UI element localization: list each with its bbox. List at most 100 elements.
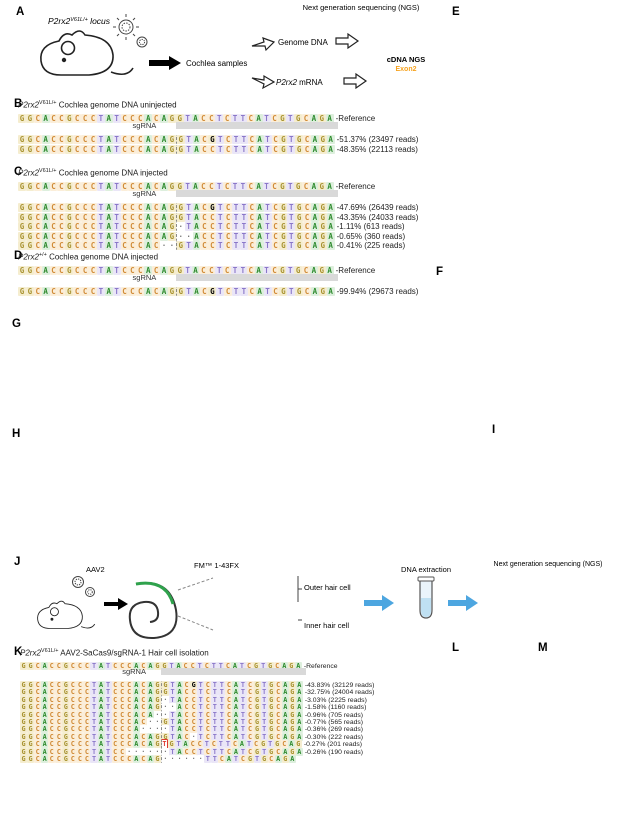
- nt-G: G: [167, 212, 176, 222]
- nt-C: C: [73, 265, 82, 275]
- nt-C: C: [200, 241, 209, 251]
- nt-A: A: [97, 688, 105, 697]
- nt-A: A: [144, 265, 153, 275]
- nt-T: T: [239, 135, 248, 145]
- nt-C: C: [73, 287, 82, 297]
- nt-A: A: [160, 144, 168, 154]
- nt-C: C: [49, 265, 58, 275]
- nt-C: C: [303, 222, 311, 232]
- nt-C: C: [83, 740, 91, 749]
- nt-T: T: [204, 754, 212, 763]
- nt-C: C: [120, 231, 129, 241]
- nt-del: ·: [153, 725, 161, 734]
- nt-T: T: [168, 725, 177, 734]
- nt-G: G: [294, 265, 303, 275]
- nt-A: A: [176, 688, 184, 697]
- cdna-ngs-title: cDNA NGS: [387, 55, 425, 64]
- nt-C: C: [73, 241, 82, 251]
- nt-T: T: [216, 287, 225, 297]
- nt-C: C: [139, 681, 147, 690]
- nt-C: C: [271, 135, 280, 145]
- nt-C: C: [239, 754, 247, 763]
- nt-C: C: [34, 725, 42, 734]
- nt-T: T: [168, 747, 177, 756]
- nt-T: T: [231, 181, 239, 191]
- nt-C: C: [89, 222, 97, 232]
- nt-G: G: [153, 688, 161, 697]
- nt-T: T: [286, 181, 295, 191]
- nt-A: A: [41, 181, 50, 191]
- nt-C: C: [34, 688, 42, 697]
- nt-G: G: [65, 181, 74, 191]
- nt-C: C: [69, 718, 77, 726]
- nt-T: T: [218, 732, 226, 741]
- nt-C: C: [246, 695, 254, 704]
- nt-G: G: [266, 661, 274, 670]
- nt-G: G: [27, 754, 35, 763]
- nt-C: C: [89, 203, 97, 213]
- nt-A: A: [176, 747, 184, 756]
- nt-C: C: [120, 135, 129, 145]
- nt-A: A: [104, 265, 113, 275]
- nt-A: A: [295, 681, 303, 690]
- nt-A: A: [97, 695, 105, 704]
- nt-A: A: [132, 695, 140, 704]
- sgrna-row: sgRNA: [18, 273, 418, 282]
- nt-T: T: [232, 287, 240, 297]
- read-percentage: -32.75% (24004 reads): [304, 689, 375, 697]
- nt-C: C: [69, 725, 77, 734]
- nt-A: A: [326, 241, 335, 251]
- nt-G: G: [18, 287, 26, 297]
- nt-C: C: [273, 661, 281, 670]
- nt-T: T: [217, 661, 225, 670]
- nt-A: A: [182, 740, 190, 749]
- nt-C: C: [76, 681, 84, 690]
- nt-A: A: [295, 703, 303, 712]
- nt-G: G: [253, 681, 261, 690]
- nt-del: ·: [176, 754, 184, 763]
- nt-del: ·: [190, 754, 198, 763]
- nt-G: G: [153, 703, 161, 712]
- nt-C: C: [152, 135, 161, 145]
- sgrna-bar: [176, 190, 338, 198]
- nt-C: C: [246, 265, 255, 275]
- nt-C: C: [271, 287, 280, 297]
- nt-T: T: [232, 222, 240, 232]
- nt-G: G: [267, 718, 275, 726]
- nt-C: C: [57, 222, 66, 232]
- nt-A: A: [41, 740, 49, 749]
- nt-T: T: [197, 688, 205, 697]
- nt-T: T: [263, 231, 272, 241]
- nt-C: C: [136, 287, 145, 297]
- nt-G: G: [167, 740, 176, 749]
- nt-C: C: [118, 725, 126, 734]
- nt-A: A: [294, 661, 302, 670]
- nt-T: T: [197, 747, 205, 756]
- nt-del: ·: [146, 725, 154, 734]
- nt-C: C: [190, 688, 198, 697]
- panel-letter-f: F: [436, 266, 444, 278]
- nt-C: C: [224, 241, 233, 251]
- nt-G: G: [175, 241, 185, 251]
- nt-G: G: [62, 703, 70, 712]
- nt-A: A: [144, 241, 153, 251]
- nt-C: C: [152, 241, 161, 251]
- nt-C: C: [76, 695, 84, 704]
- nt-C: C: [128, 181, 137, 191]
- nt-T: T: [197, 695, 205, 704]
- nt-G: G: [62, 681, 70, 690]
- nt-T: T: [168, 732, 177, 741]
- nt-G: G: [20, 661, 28, 670]
- nt-C: C: [76, 688, 84, 697]
- panel-letter-g: G: [12, 318, 21, 330]
- nt-C: C: [48, 725, 56, 734]
- nt-T: T: [168, 688, 177, 697]
- nt-G: G: [27, 695, 35, 704]
- nt-C: C: [48, 661, 56, 670]
- nt-T: T: [96, 287, 105, 297]
- nt-C: C: [280, 740, 288, 749]
- nt-C: C: [246, 113, 255, 123]
- nt-G: G: [317, 181, 326, 191]
